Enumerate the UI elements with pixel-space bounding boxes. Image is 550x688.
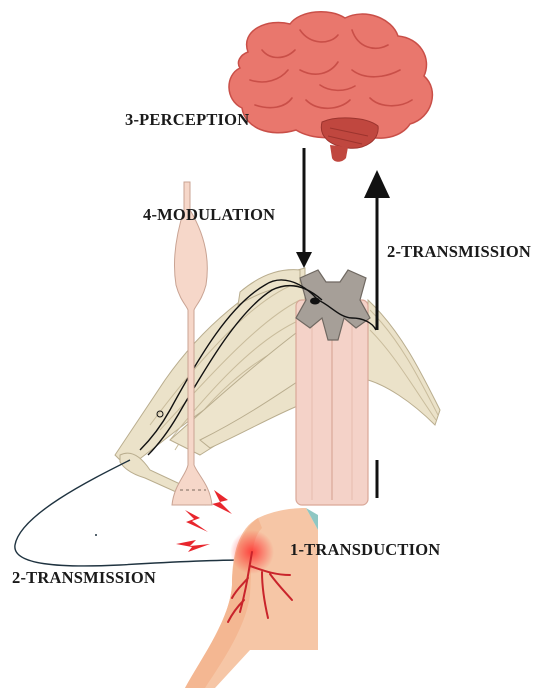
peripheral-nerve-loop bbox=[15, 460, 246, 566]
arrow-down-icon bbox=[296, 252, 312, 268]
label-perception: 3-PERCEPTION bbox=[125, 110, 249, 130]
label-transmission-peripheral: 2-TRANSMISSION bbox=[12, 568, 156, 588]
descending-modulation-arrow bbox=[296, 148, 312, 268]
pain-spark-icon bbox=[212, 490, 232, 514]
arrow-up-icon bbox=[364, 170, 390, 198]
knee-leg-illustration bbox=[185, 508, 318, 688]
brain-stem bbox=[330, 145, 348, 162]
spinal-nerve-fibers bbox=[115, 268, 440, 505]
pain-spark-icon bbox=[176, 540, 210, 552]
cerebellum bbox=[321, 118, 378, 148]
label-transmission-ascending: 2-TRANSMISSION bbox=[387, 242, 531, 262]
brain-illustration bbox=[229, 12, 432, 162]
label-modulation: 4-MODULATION bbox=[143, 205, 275, 225]
pain-spark-icon bbox=[185, 510, 208, 532]
label-transduction: 1-TRANSDUCTION bbox=[290, 540, 440, 560]
